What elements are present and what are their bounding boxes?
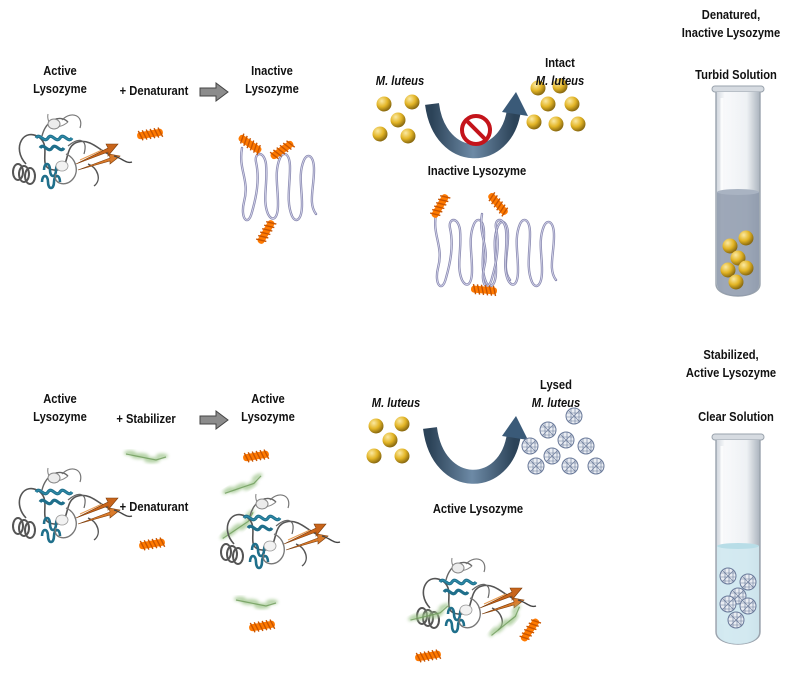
- curved-arrow-icon: [425, 92, 528, 159]
- label-inactive-lysozyme-enzyme: Inactive Lysozyme: [427, 163, 527, 178]
- label-tube-caption-top: Denatured,Inactive Lysozyme: [681, 7, 781, 40]
- curved-arrow-icon-bottom: [423, 416, 528, 484]
- label-active-lysozyme-enzyme: Active Lysozyme: [432, 501, 524, 516]
- active-lysozyme-enzyme: [407, 556, 543, 664]
- label-turbid-solution: Turbid Solution: [695, 67, 777, 82]
- m-luteus-cluster-intact: [372, 94, 420, 144]
- arrow-right-icon-bottom: [199, 410, 229, 430]
- test-tube-turbid: [710, 84, 766, 298]
- m-luteus-cluster-bottom: [366, 416, 410, 464]
- test-tube-clear: [710, 432, 766, 646]
- label-plus-stabilizer: + Stabilizer: [116, 411, 176, 426]
- inactive-lysozyme-protein: [235, 131, 318, 247]
- label-m-luteus-bottom: M. luteus: [371, 395, 421, 410]
- label-m-luteus-top: M. luteus: [375, 73, 425, 88]
- inactive-lysozyme-enzyme: [428, 190, 558, 297]
- stabilized-lysozyme-protein: [219, 448, 342, 634]
- active-lysozyme-protein-top: [11, 112, 134, 190]
- label-tube-caption-bottom: Stabilized,Active Lysozyme: [685, 347, 777, 380]
- denaturant-helix-bottom: [137, 536, 167, 552]
- arrow-right-icon: [199, 82, 229, 102]
- label-plus-denaturant-bottom: + Denaturant: [119, 499, 189, 514]
- label-plus-denaturant-top: + Denaturant: [119, 83, 189, 98]
- lysed-m-luteus-cluster: [521, 407, 605, 475]
- stabilizer-cloud: [124, 451, 168, 464]
- label-clear-solution: Clear Solution: [698, 409, 774, 424]
- block-sign-icon: [460, 114, 492, 146]
- denaturant-helix: [135, 126, 165, 142]
